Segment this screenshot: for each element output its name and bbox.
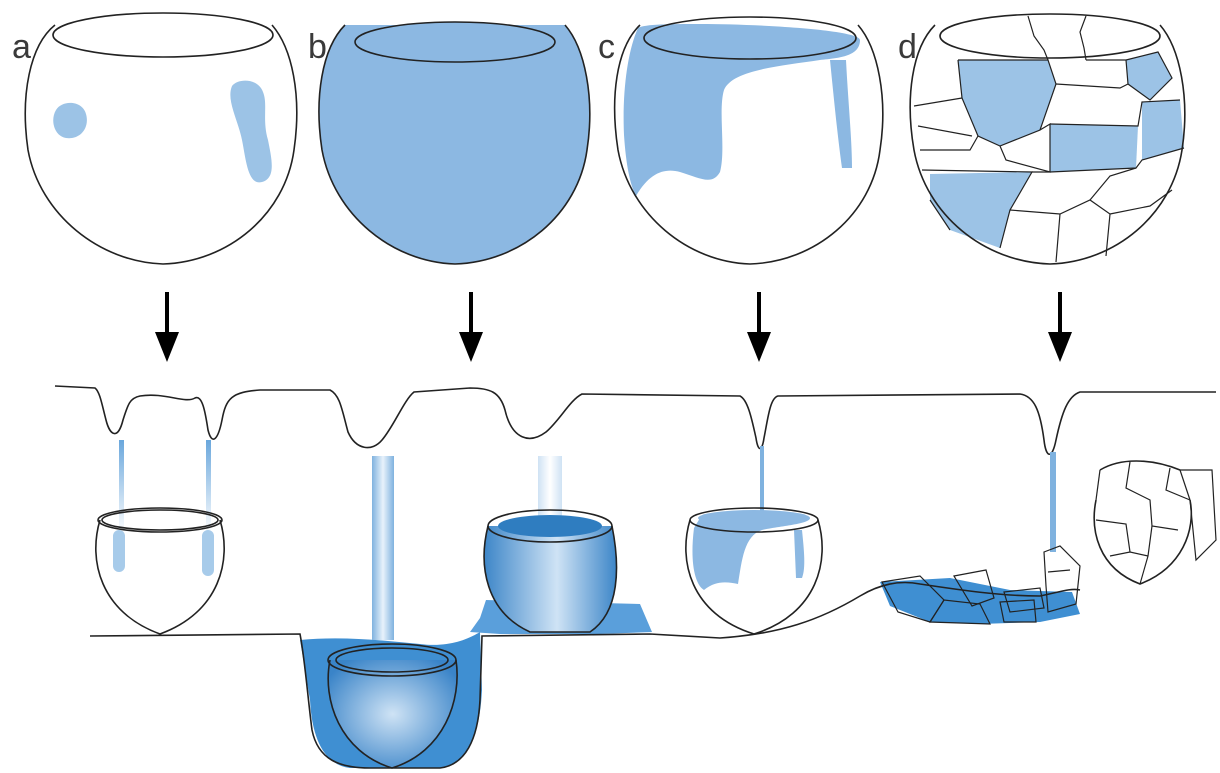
saturated-pot-body [318, 25, 590, 264]
panel-c: c [598, 16, 884, 265]
ceramic-pot-a [24, 12, 298, 265]
wet-streak-right [230, 80, 272, 183]
panel-label-c: c [598, 28, 615, 66]
soil-profile [54, 385, 1217, 769]
partial-wetting [623, 24, 860, 196]
panel-b: b [308, 21, 591, 265]
panel-label-a: a [12, 28, 31, 66]
panel-a: a [12, 12, 298, 265]
down-arrow-b-icon [459, 292, 483, 362]
buried-pot-b [327, 456, 458, 769]
buried-pot-c [685, 446, 823, 635]
fracture-lines [913, 15, 1185, 263]
buried-pot-b2 [483, 456, 618, 633]
wet-spot-small [53, 102, 87, 139]
panel-d: d [898, 13, 1186, 265]
buried-pot-d-sherds [881, 452, 1081, 625]
down-arrow-c-icon [747, 292, 771, 362]
down-arrow-a-icon [155, 292, 179, 362]
buried-pot-a [95, 440, 225, 635]
arrows [155, 292, 1072, 362]
wet-sherd-patch [880, 578, 1080, 624]
down-arrow-d-icon [1048, 292, 1072, 362]
sub-surface [89, 581, 1081, 769]
fragmented-pot-outline [1093, 460, 1217, 585]
panel-label-b: b [308, 28, 327, 66]
fragmented-pot-wet-sherds [930, 52, 1184, 248]
panel-label-d: d [898, 28, 917, 66]
ground-surface [54, 385, 1216, 456]
drip-streak [830, 60, 852, 168]
